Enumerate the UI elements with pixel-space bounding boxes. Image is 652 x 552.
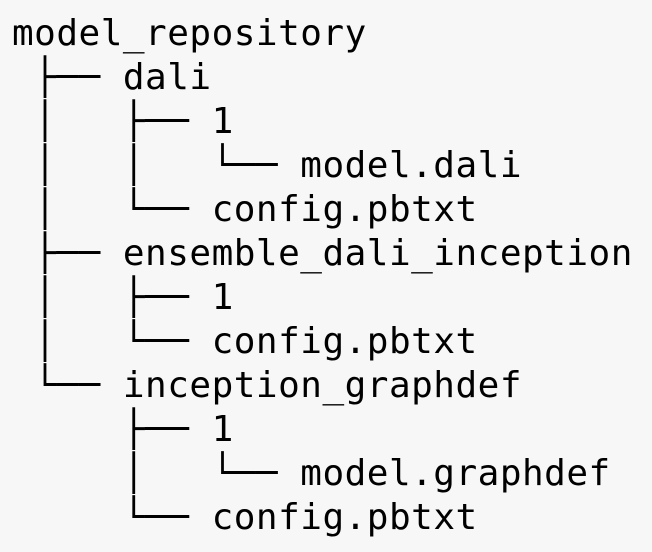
tree-guide: │ │ └──	[12, 145, 301, 186]
tree-entry: └── config.pbtxt	[12, 496, 652, 540]
tree-entry: │ │ └── model.dali	[12, 144, 652, 188]
tree-guide: └──	[12, 497, 212, 538]
tree-entry-name: 1	[211, 409, 234, 450]
tree-entry: ├── ensemble_dali_inception	[12, 232, 652, 276]
tree-entry: │ └── config.pbtxt	[12, 320, 652, 364]
tree-guide: │ ├──	[12, 101, 212, 142]
tree-entry: ├── 1	[12, 408, 652, 452]
tree-entry: │ └── config.pbtxt	[12, 188, 652, 232]
tree-entry-name: dali	[122, 57, 212, 98]
tree-guide: │ └──	[12, 453, 301, 494]
tree-entry: └── inception_graphdef	[12, 364, 652, 408]
tree-entry: ├── dali	[12, 56, 652, 100]
tree-entry: │ └── model.graphdef	[12, 452, 652, 496]
tree-entry-name: inception_graphdef	[122, 365, 523, 406]
tree-guide: │ └──	[12, 321, 212, 362]
tree-entry: │ ├── 1	[12, 100, 652, 144]
tree-guide: ├──	[12, 233, 123, 274]
tree-entry-name: ensemble_dali_inception	[122, 233, 633, 274]
tree-entry-name: config.pbtxt	[211, 189, 478, 230]
tree-entry-name: config.pbtxt	[211, 497, 478, 538]
tree-entry-name: 1	[211, 277, 234, 318]
tree-guide: ├──	[12, 57, 123, 98]
tree-entry: │ ├── 1	[12, 276, 652, 320]
tree-root: model_repository	[12, 12, 652, 56]
root-folder-name: model_repository	[12, 13, 367, 54]
tree-entry-name: model.dali	[300, 145, 523, 186]
tree-entry-name: model.graphdef	[300, 453, 611, 494]
tree-guide: ├──	[12, 409, 212, 450]
tree-guide: └──	[12, 365, 123, 406]
directory-tree: model_repository ├── dali │ ├── 1 │ │ └─…	[12, 12, 652, 540]
tree-entry-name: 1	[211, 101, 234, 142]
tree-guide: │ ├──	[12, 277, 212, 318]
tree-entry-name: config.pbtxt	[211, 321, 478, 362]
tree-guide: │ └──	[12, 189, 212, 230]
